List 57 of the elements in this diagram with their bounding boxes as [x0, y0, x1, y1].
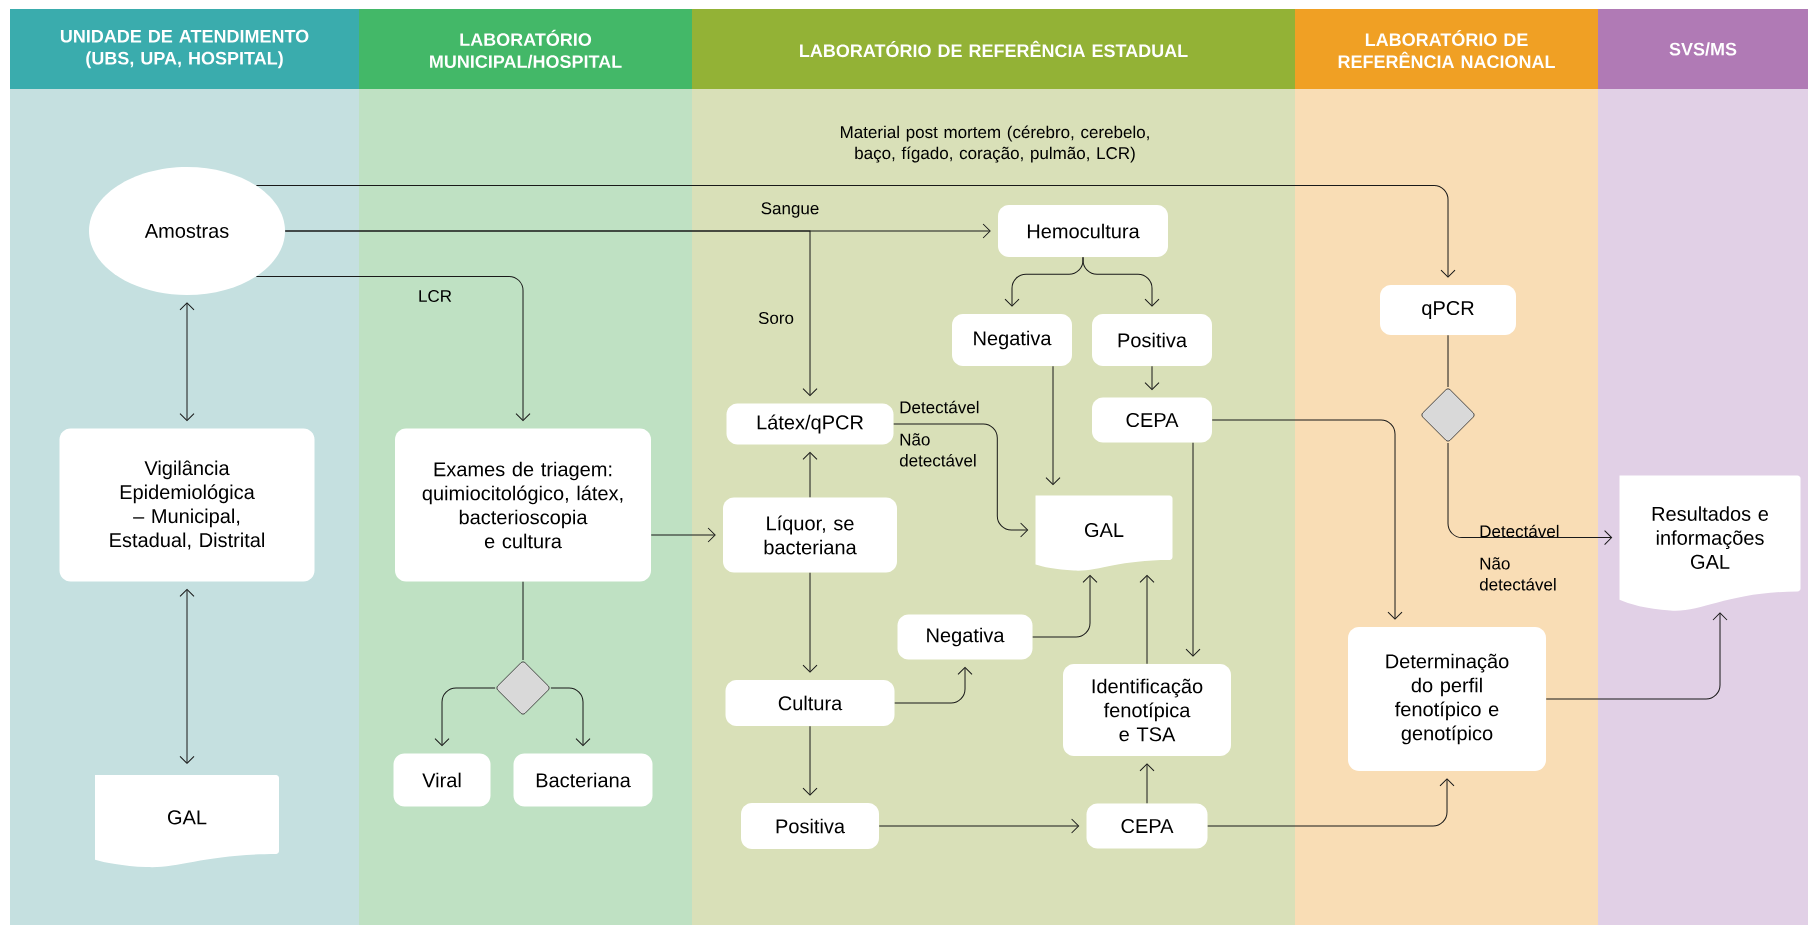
edge-label: LCR [419, 290, 452, 302]
node-label: SVS/MS [1669, 42, 1737, 56]
edge-label: Detectável [1480, 524, 1559, 538]
decision-diamond [1421, 388, 1475, 442]
decision-diamond [496, 661, 550, 715]
process-box: qPCR [1380, 285, 1516, 335]
arrow [1139, 763, 1155, 804]
arrow [1545, 612, 1728, 700]
process-box: CEPA [1086, 803, 1208, 849]
arrow [1211, 419, 1403, 620]
condition-label: Não detectável [899, 433, 976, 467]
arrow [1185, 442, 1201, 657]
node-label: LABORATÓRIO MUNICIPAL/HOSPITAL [430, 29, 622, 69]
process-box: Determinação do perfil fenotípico e genotípico [1348, 627, 1546, 771]
arrow [802, 725, 818, 796]
edge-label: Sangue [761, 202, 819, 218]
arrow [550, 687, 591, 747]
arrow [1144, 365, 1160, 391]
arrow [894, 666, 973, 704]
process-box: Líquor, se bacteriana [723, 497, 897, 573]
condition-label: Não detectável [1479, 557, 1556, 591]
arrow [878, 818, 1080, 834]
process-box: Cultura [725, 680, 895, 726]
process-box: Positiva [741, 803, 879, 849]
arrow [255, 185, 1456, 278]
arrow [1045, 365, 1061, 486]
process-box: Vigilância Epidemiológica – Municipal, Estadual, Distrital [59, 428, 315, 582]
edge-label: Material post mortem (cérebro, cerebelo, baço, fígado, coração, pulmão, LCR) [841, 125, 1149, 163]
arrow [1139, 574, 1155, 665]
edge-label: Detectável [900, 400, 979, 414]
process-box: Hemocultura [998, 205, 1168, 257]
process-box: Negativa [952, 314, 1072, 366]
process-box: Viral [393, 753, 491, 807]
arrow [1032, 574, 1098, 638]
arrow [1207, 778, 1455, 827]
process-box: Exames de triagem: quimiocitológico, látex, bacterioscopia e cultura [395, 428, 651, 582]
arrow [255, 275, 531, 422]
process-box: Identificação fenotípica e TSA [1063, 664, 1231, 756]
process-box: CEPA [1092, 397, 1212, 443]
arrow [1082, 256, 1160, 307]
process-box: Bacteriana [513, 753, 653, 807]
process-box: Negativa [897, 614, 1033, 660]
arrow [802, 572, 818, 673]
arrow [893, 423, 1029, 538]
node-label: LABORATÓRIO DE REFERÊNCIA ESTADUAL [800, 40, 1188, 58]
process-box: Látex/qPCR [726, 403, 894, 445]
arrow [179, 588, 195, 764]
arrow [284, 230, 818, 397]
arrow [650, 527, 716, 543]
node-label: LABORATÓRIO DE REFERÊNCIA NACIONAL [1338, 29, 1555, 69]
node-label: UNIDADE DE ATENDIMENTO (UBS, UPA, HOSPITAL) [60, 29, 309, 69]
arrow [434, 687, 496, 747]
edge-label: Soro [758, 312, 794, 324]
process-box: Positiva [1092, 314, 1212, 366]
arrow [179, 302, 195, 422]
arrow [802, 451, 818, 498]
arrow [1447, 442, 1613, 546]
